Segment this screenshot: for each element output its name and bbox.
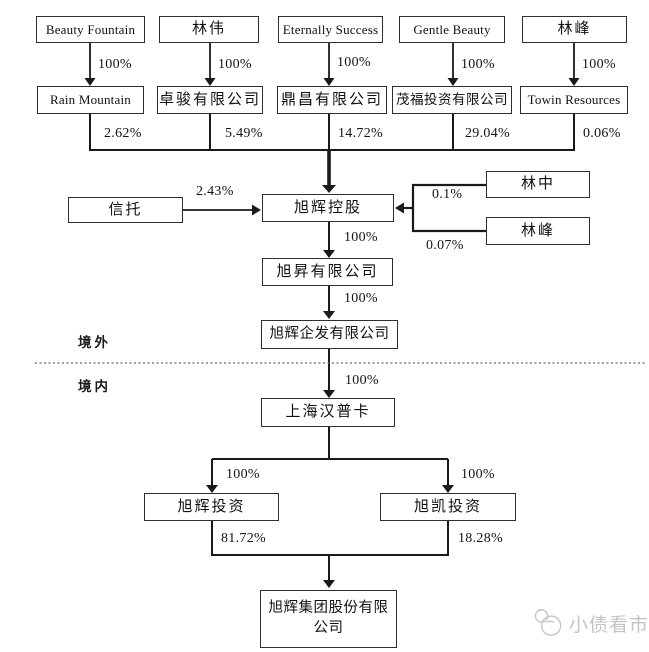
pct-xukai-stake: 18.28% [458, 531, 503, 546]
node-lin-feng-top: 林峰 [522, 16, 627, 43]
pct-beauty-fountain: 100% [98, 57, 132, 72]
pct-qifa-to-hanpuka: 100% [345, 373, 379, 388]
pct-hanpuka-to-cifi-investment: 100% [226, 467, 260, 482]
pct-lin-wei: 100% [218, 57, 252, 72]
pct-towin: 0.06% [583, 126, 621, 141]
pct-lin-feng-top: 100% [582, 57, 616, 72]
pct-rain-mountain: 2.62% [104, 126, 142, 141]
node-lin-wei: 林伟 [159, 16, 259, 43]
node-cifi-group: 旭辉集团股份有限公司 [260, 590, 397, 648]
node-towin-resources: Towin Resources [520, 86, 628, 114]
node-rain-mountain: Rain Mountain [37, 86, 144, 114]
pct-trust: 2.43% [196, 184, 234, 199]
node-gentle-beauty: Gentle Beauty [399, 16, 505, 43]
watermark-logo-icon [534, 609, 562, 636]
node-beauty-fountain: Beauty Fountain [36, 16, 145, 43]
label-onshore: 境内 [78, 379, 111, 394]
pct-lin-zhong: 0.1% [432, 187, 463, 202]
node-cifi-qifa-ltd: 旭辉企发有限公司 [261, 320, 398, 349]
node-cifi-holdings: 旭辉控股 [262, 194, 394, 222]
pct-dingchang: 14.72% [338, 126, 383, 141]
node-lin-zhong: 林中 [486, 171, 590, 198]
pct-cifi-investment-stake: 81.72% [221, 531, 266, 546]
node-lin-feng-right: 林峰 [486, 217, 590, 245]
node-xusheng-ltd: 旭昇有限公司 [262, 258, 393, 286]
pct-maofu: 29.04% [465, 126, 510, 141]
pct-xusheng-to-qifa: 100% [344, 291, 378, 306]
node-cifi-investment: 旭辉投资 [144, 493, 279, 521]
node-dingchang-ltd: 鼎昌有限公司 [277, 86, 387, 114]
node-xukai-investment: 旭凯投资 [380, 493, 516, 521]
node-zhuojun-ltd: 卓骏有限公司 [157, 86, 263, 114]
node-maofu-investment: 茂福投资有限公司 [392, 86, 512, 114]
pct-hanpuka-to-xukai: 100% [461, 467, 495, 482]
label-offshore: 境外 [78, 335, 111, 350]
pct-holdings-to-xusheng: 100% [344, 230, 378, 245]
watermark-text: 小债看市 [568, 614, 649, 636]
pct-zhuojun: 5.49% [225, 126, 263, 141]
pct-gentle-beauty: 100% [461, 57, 495, 72]
node-eternally-success: Eternally Success [278, 16, 383, 43]
node-trust: 信托 [68, 197, 183, 223]
pct-eternally-success: 100% [337, 55, 371, 70]
node-shanghai-hanpuka: 上海汉普卡 [261, 398, 395, 427]
watermark: 小债看市 [532, 602, 649, 644]
pct-lin-feng: 0.07% [426, 238, 464, 253]
